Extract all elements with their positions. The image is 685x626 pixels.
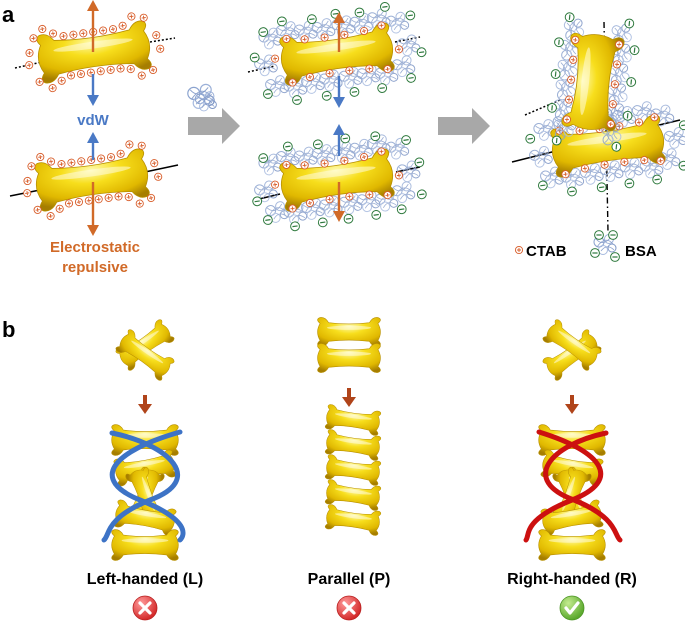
legend: CTAB BSA [514,230,657,262]
right-handed-label: Right-handed (R) [507,571,637,588]
ctab-rod-pair: vdW Electrostatic repulsive [9,0,179,276]
left-handed-label: Left-handed (L) [87,571,203,588]
bsa-coated-rod-pair [247,1,428,232]
parallel-label: Parallel (P) [308,571,391,588]
parallel-config: Parallel (P) [308,317,391,621]
process-arrow-2 [438,108,490,144]
left-down-arrow [138,395,152,414]
repulsive-label: repulsive [62,259,128,276]
right-down-arrow [565,395,579,414]
bsa-legend-icon [589,230,621,262]
twisted-dimer [511,11,685,233]
legend-ctab: CTAB [526,243,567,260]
plus-charge-icon [514,245,524,255]
electrostatic-arrow-down [87,182,99,236]
right-helix-stack [523,424,623,561]
electrostatic-label: Electrostatic [50,239,140,256]
panel-b-letter: b [2,317,15,342]
vdw-arrow-up [87,132,99,160]
parallel-stack [324,403,382,537]
vdw-label: vdW [77,112,110,129]
vdw-arrow-up-2 [333,124,345,156]
electrostatic-arrow-down-2 [333,182,345,222]
parallel-down-arrow [342,388,356,407]
cross-icon [132,595,158,621]
left-handed-config: Left-handed (L) [87,318,203,621]
parallel-pair [317,317,381,373]
process-arrow-1 [188,108,240,144]
vdw-arrow-down-2 [333,76,345,108]
check-icon [559,595,585,621]
electrostatic-arrow-up [87,0,99,52]
left-helix-stack [101,424,186,561]
bsa-protein-icon [187,83,217,112]
right-crossed-pair [541,318,603,382]
electrostatic-arrow-up-2 [333,12,345,52]
cross-icon [336,595,362,621]
left-crossed-pair [114,318,176,382]
right-handed-config: Right-handed (R) [507,318,637,621]
panel-a-letter: a [2,2,15,27]
vdw-arrow-down [87,74,99,106]
legend-bsa: BSA [625,243,657,260]
